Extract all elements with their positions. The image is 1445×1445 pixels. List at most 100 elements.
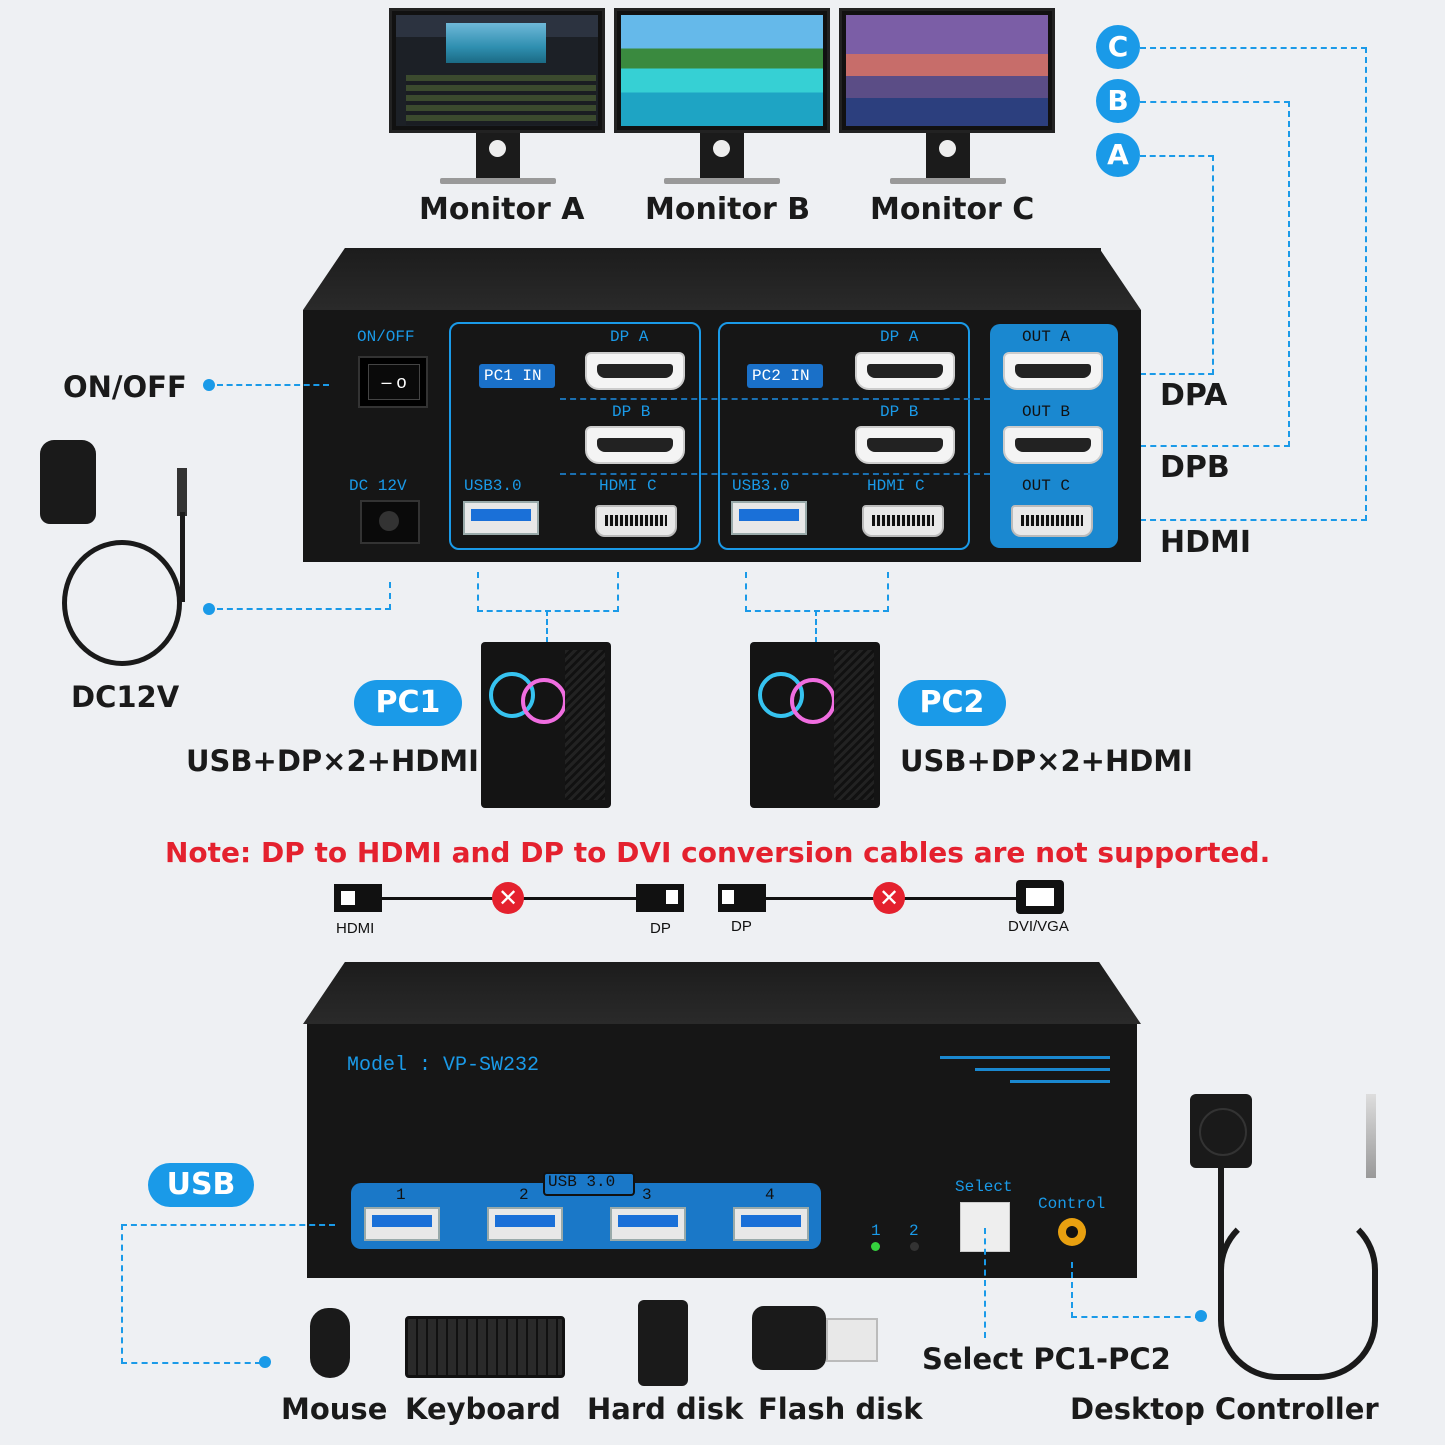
led2-indicator bbox=[910, 1242, 919, 1251]
front-usb-port-3[interactable] bbox=[610, 1207, 686, 1241]
inner-divider-2 bbox=[560, 473, 990, 475]
pc1-dp-a-port[interactable] bbox=[585, 352, 685, 390]
monitor-b-base bbox=[664, 178, 780, 184]
led1-label: 1 bbox=[871, 1222, 881, 1240]
marker-c: C bbox=[1096, 25, 1140, 69]
marker-b: B bbox=[1096, 79, 1140, 123]
pc2-in-badge bbox=[747, 364, 823, 388]
cable1-dp-label: DP bbox=[650, 920, 671, 937]
pc1-line bbox=[477, 572, 619, 612]
led2-label: 2 bbox=[909, 1222, 919, 1240]
monitor-b-label: Monitor B bbox=[645, 192, 811, 227]
dc-jack[interactable] bbox=[360, 500, 420, 544]
usb30-label: USB 3.0 bbox=[548, 1173, 616, 1191]
pc2-tower bbox=[750, 642, 880, 808]
pc2-usb-label: USB3.0 bbox=[732, 477, 790, 495]
monitor-b-stand bbox=[700, 133, 744, 181]
select-pc-label: Select PC1-PC2 bbox=[922, 1342, 1171, 1376]
control-dot bbox=[1195, 1310, 1207, 1322]
dvi-connector-icon bbox=[1016, 880, 1064, 914]
adapter-plug-line bbox=[180, 512, 185, 602]
front-usb-port-1[interactable] bbox=[364, 1207, 440, 1241]
control-line bbox=[1071, 1262, 1201, 1318]
adapter-cable bbox=[62, 540, 182, 666]
pc1-usb-port[interactable] bbox=[463, 501, 539, 535]
control-label: Control bbox=[1038, 1195, 1106, 1213]
pc2-dp-b-port[interactable] bbox=[855, 426, 955, 464]
line-c bbox=[1140, 47, 1367, 521]
pc2-hdmi-port[interactable] bbox=[862, 505, 944, 537]
desktop-controller-label: Desktop Controller bbox=[1070, 1392, 1379, 1426]
out-c-label: OUT C bbox=[1022, 477, 1071, 495]
pc1-in-badge bbox=[479, 364, 555, 388]
model-label: Model : VP-SW232 bbox=[347, 1054, 540, 1077]
hard-disk-icon bbox=[638, 1300, 688, 1386]
monitor-c-base bbox=[890, 178, 1006, 184]
monitor-b bbox=[614, 8, 830, 133]
pc1-tower bbox=[481, 642, 611, 808]
monitor-c-stand bbox=[926, 133, 970, 181]
control-jack[interactable] bbox=[1058, 1218, 1086, 1246]
cross-icon-1: ✕ bbox=[492, 882, 524, 914]
out-c-port[interactable] bbox=[1011, 505, 1093, 537]
usb-port-number-2: 2 bbox=[519, 1186, 529, 1204]
monitor-a bbox=[389, 8, 605, 133]
dc12v-label: DC12V bbox=[71, 680, 180, 714]
controller-cable-loop bbox=[1218, 1210, 1378, 1380]
pc1-badge: PC1 bbox=[354, 680, 462, 726]
cable1-hdmi-label: HDMI bbox=[336, 920, 375, 937]
select-line bbox=[984, 1228, 986, 1338]
monitor-c bbox=[839, 8, 1055, 133]
pc2-port-group bbox=[718, 322, 970, 550]
usb-line-bottom bbox=[121, 1362, 261, 1364]
hard-disk-label: Hard disk bbox=[587, 1392, 744, 1426]
marker-a: A bbox=[1096, 133, 1140, 177]
deco-line-1 bbox=[940, 1056, 1110, 1059]
output-dpb-label: DPB bbox=[1160, 450, 1230, 485]
out-b-port[interactable] bbox=[1003, 426, 1103, 464]
mouse-label: Mouse bbox=[281, 1392, 388, 1426]
pc2-dp-b-label: DP B bbox=[880, 403, 919, 421]
pc1-hdmi-port[interactable] bbox=[595, 505, 677, 537]
out-a-port[interactable] bbox=[1003, 352, 1103, 390]
pc2-ports-label: USB+DP×2+HDMI bbox=[900, 744, 1193, 778]
keyboard-icon bbox=[405, 1316, 565, 1378]
mouse-icon bbox=[310, 1308, 350, 1378]
desktop-controller bbox=[1190, 1094, 1252, 1168]
controller-plug bbox=[1366, 1094, 1376, 1178]
usb-badge: USB bbox=[148, 1163, 254, 1207]
usb-line bbox=[121, 1224, 335, 1364]
pc1-dp-b-port[interactable] bbox=[585, 426, 685, 464]
power-switch[interactable]: – o bbox=[358, 356, 428, 408]
deco-line-2 bbox=[975, 1068, 1110, 1071]
cable2-dvi-label: DVI/VGA bbox=[1008, 918, 1069, 935]
adapter-plug bbox=[177, 468, 187, 516]
front-usb-port-2[interactable] bbox=[487, 1207, 563, 1241]
dp-connector-icon-1 bbox=[636, 884, 684, 912]
cable2-dp-label: DP bbox=[731, 918, 752, 935]
pc2-usb-port[interactable] bbox=[731, 501, 807, 535]
inner-divider-1 bbox=[560, 398, 990, 400]
monitor-a-label: Monitor A bbox=[419, 192, 585, 227]
select-label: Select bbox=[955, 1178, 1013, 1196]
panel-on-off: ON/OFF bbox=[357, 328, 415, 346]
out-a-label: OUT A bbox=[1022, 328, 1071, 346]
pc1-in-label: PC1 IN bbox=[484, 367, 542, 385]
front-usb-port-4[interactable] bbox=[733, 1207, 809, 1241]
out-b-label: OUT B bbox=[1022, 403, 1071, 421]
pc2-dp-a-port[interactable] bbox=[855, 352, 955, 390]
panel-dc-12v: DC 12V bbox=[349, 477, 407, 495]
dc-line bbox=[217, 582, 391, 610]
usb30-badge bbox=[543, 1172, 635, 1196]
on-off-dot bbox=[203, 379, 215, 391]
power-adapter bbox=[40, 440, 96, 524]
pc2-line-down bbox=[815, 610, 817, 652]
pc2-badge: PC2 bbox=[898, 680, 1006, 726]
select-button[interactable] bbox=[960, 1202, 1010, 1252]
usb-port-number-4: 4 bbox=[765, 1186, 775, 1204]
monitor-a-base bbox=[440, 178, 556, 184]
monitor-a-stand bbox=[476, 133, 520, 181]
pc1-dp-b-label: DP B bbox=[612, 403, 651, 421]
hdmi-connector-icon bbox=[334, 884, 382, 912]
kvm-top-slant bbox=[303, 248, 1141, 310]
